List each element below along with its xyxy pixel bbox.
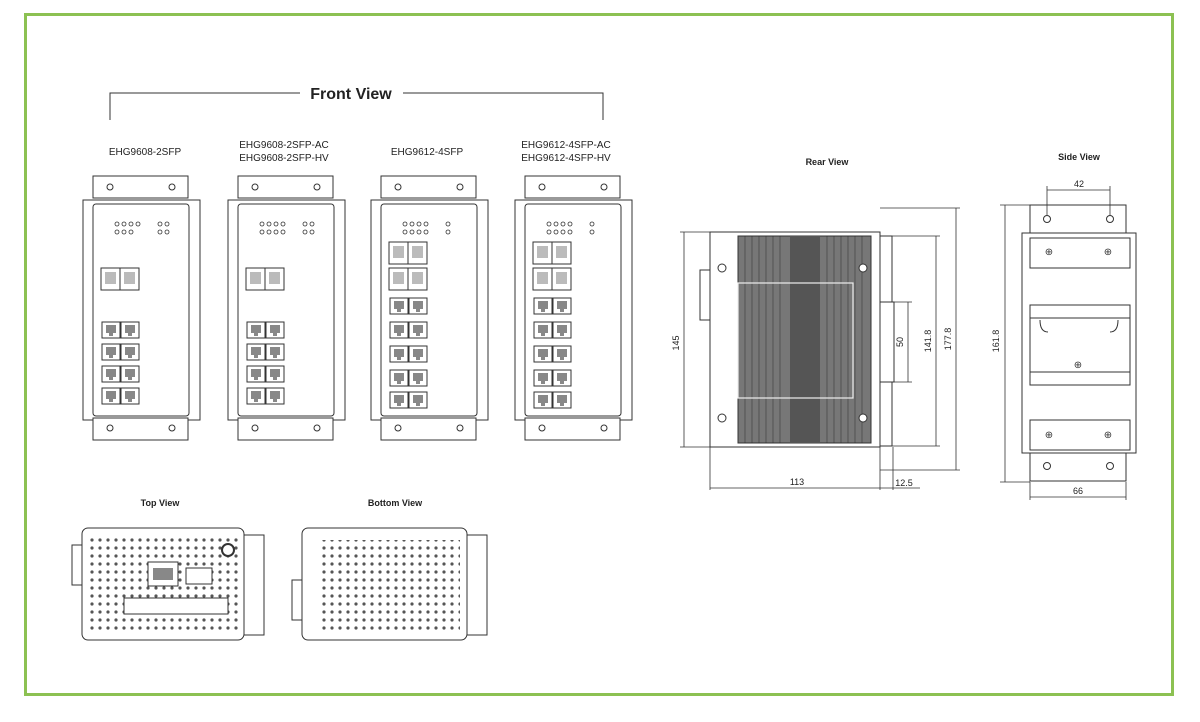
dim-177-8: 177.8 xyxy=(943,328,953,351)
dim-depth-113: 113 xyxy=(790,477,804,487)
front-view-title: Front View xyxy=(310,86,392,103)
dim-height-145: 145 xyxy=(671,335,681,350)
dim-bracket-12-5: 12.5 xyxy=(895,478,913,488)
top-view-title: Top View xyxy=(141,498,181,508)
side-view-drawing: ⊕ ⊕ ⊕ ⊕ ⊕ xyxy=(1021,204,1137,482)
svg-text:⊕: ⊕ xyxy=(1104,247,1112,258)
svg-text:⊕: ⊕ xyxy=(1104,430,1112,441)
dim-hole-spacing-42: 42 xyxy=(1074,179,1084,189)
rear-view-dimension-lines xyxy=(680,207,960,490)
dim-141-8: 141.8 xyxy=(923,330,933,353)
bottom-view-drawing xyxy=(291,527,488,641)
front-unit-2 xyxy=(227,175,346,441)
model-label-1: EHG9608-2SFP xyxy=(109,147,182,158)
front-view-bracket xyxy=(109,92,604,120)
bottom-view-title: Bottom View xyxy=(368,498,423,508)
model-label-4a: EHG9612-4SFP-AC xyxy=(521,140,610,151)
dim-height-161-8: 161.8 xyxy=(991,330,1001,353)
front-unit-3 xyxy=(370,175,489,441)
top-view-drawing xyxy=(71,527,265,641)
svg-text:⊕: ⊕ xyxy=(1045,430,1053,441)
rear-view-title: Rear View xyxy=(806,157,850,167)
model-label-2b: EHG9608-2SFP-HV xyxy=(239,153,329,164)
rear-view-drawing xyxy=(699,231,895,448)
side-view-title: Side View xyxy=(1058,152,1101,162)
diagram-frame xyxy=(24,13,1174,696)
dim-din-50: 50 xyxy=(895,337,905,347)
front-unit-1 xyxy=(82,175,201,441)
side-view-dimension-lines xyxy=(1000,186,1127,500)
svg-text:⊕: ⊕ xyxy=(1045,247,1053,258)
dim-width-66: 66 xyxy=(1073,486,1083,496)
model-label-4b: EHG9612-4SFP-HV xyxy=(521,153,611,164)
model-label-3: EHG9612-4SFP xyxy=(391,147,464,158)
svg-text:⊕: ⊕ xyxy=(1074,360,1082,371)
model-label-2a: EHG9608-2SFP-AC xyxy=(239,140,328,151)
front-unit-4 xyxy=(514,175,633,441)
